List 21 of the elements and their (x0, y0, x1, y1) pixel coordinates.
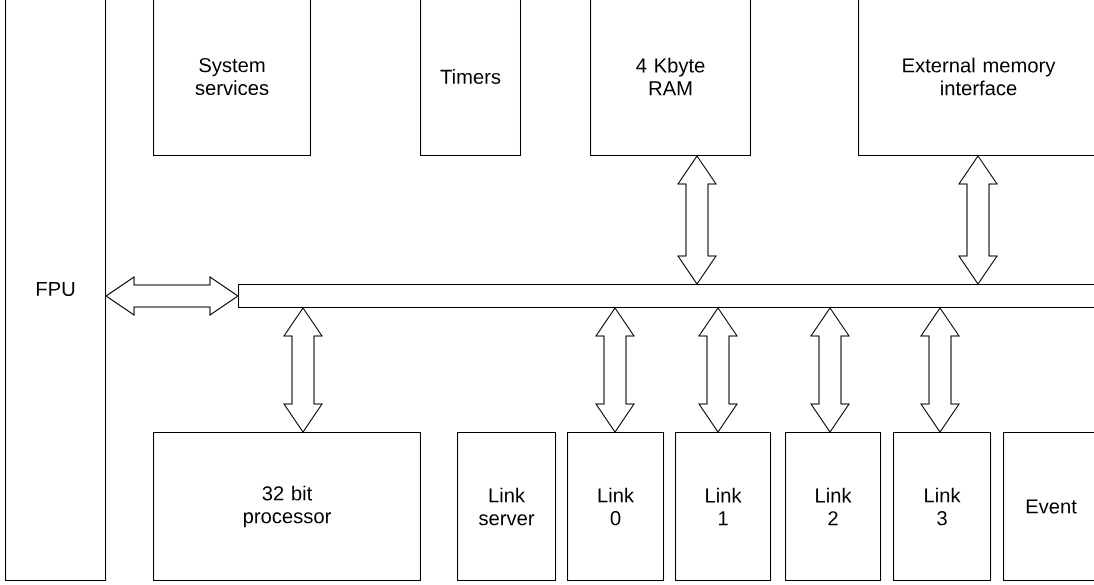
function-block: Link 2 (785, 432, 882, 582)
double-arrow (677, 155, 717, 285)
double-arrow (283, 307, 323, 433)
function-block: External memory interface (858, 0, 1094, 157)
double-arrow (920, 307, 960, 433)
double-arrow (698, 307, 738, 433)
function-block: 32 bit processor (153, 432, 421, 582)
function-block: Timers (420, 0, 522, 157)
double-arrow (595, 307, 635, 433)
double-arrow (810, 307, 850, 433)
function-block: System services (153, 0, 312, 157)
double-arrow (105, 276, 239, 316)
function-block: Link 0 (567, 432, 665, 582)
function-block: 4 Kbyte RAM (590, 0, 752, 157)
function-block: Link 1 (675, 432, 772, 582)
function-block: FPU (5, 0, 107, 581)
double-arrow (958, 155, 998, 285)
function-block: Event (1003, 432, 1094, 582)
function-block: Link 3 (893, 432, 992, 582)
function-block: Link server (457, 432, 557, 582)
bus-bar (238, 284, 1094, 309)
